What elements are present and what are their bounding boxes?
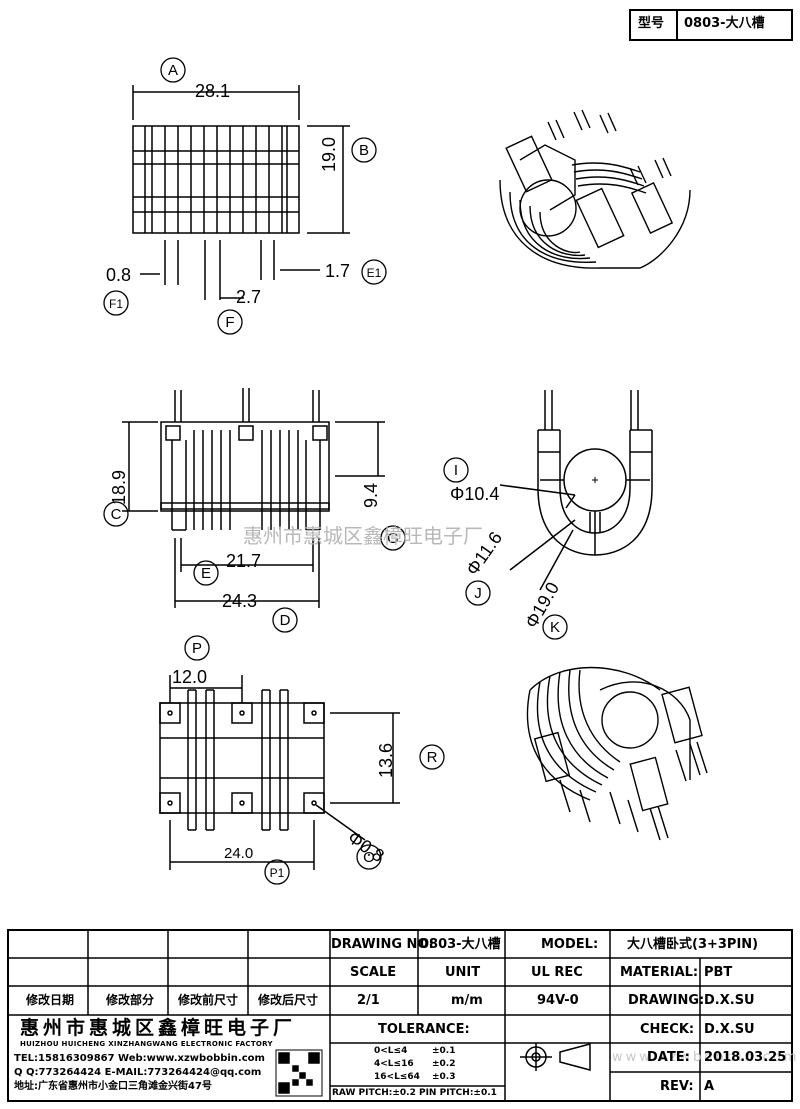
rev-header-part: 修改部分	[106, 993, 155, 1007]
label-c: C	[111, 506, 122, 523]
dim-width-side: 24.3	[222, 591, 258, 611]
label-f1: F1	[109, 297, 123, 311]
drawing-no-value: 0803-大八槽	[420, 937, 501, 952]
label-f: F	[225, 314, 234, 331]
ul-label: UL REC	[531, 965, 583, 980]
label-o: O	[363, 849, 375, 866]
dim-pin-width: 1.7	[325, 261, 351, 281]
scale-label: SCALE	[350, 965, 397, 980]
label-k-circle	[542, 614, 568, 640]
iso-view-bottom	[526, 666, 708, 841]
model-value: 大八槽卧式(3+3PIN)	[627, 937, 759, 952]
unit-label: UNIT	[445, 965, 481, 980]
ul-value: 94V-0	[537, 993, 579, 1008]
dim-height-side: 18.9	[109, 469, 129, 505]
side-view-drawing	[122, 388, 385, 608]
rev-header-after: 修改后尺寸	[258, 993, 319, 1007]
drawing-value: D.X.SU	[704, 993, 755, 1008]
title-block-lines	[7, 929, 793, 1102]
watermark-url: www.xzwbobbin.com	[612, 1050, 800, 1065]
rev-value: A	[704, 1079, 715, 1094]
material-label: MATERIAL:	[620, 965, 699, 980]
top-view-drawing	[132, 85, 350, 300]
check-value: D.X.SU	[704, 1022, 755, 1037]
check-label: CHECK:	[640, 1022, 695, 1037]
dim-row-span: 13.6	[376, 742, 396, 778]
dim-height-top: 19.0	[319, 136, 339, 172]
label-p1-circle	[264, 859, 290, 885]
header-model-value: 0803-大八槽	[684, 16, 765, 31]
rev-header-before: 修改前尺寸	[178, 993, 239, 1007]
label-g: G	[387, 530, 399, 547]
label-f1-circle	[103, 290, 129, 316]
label-d-circle	[272, 607, 298, 633]
drawing-no-label: DRAWING NO:	[331, 937, 434, 952]
label-r-circle	[419, 744, 445, 770]
pitch-tolerance: RAW PITCH:±0.2 PIN PITCH:±0.1	[332, 1088, 497, 1098]
tol-value-1: ±0.1	[432, 1046, 456, 1056]
rev-label: REV:	[660, 1079, 694, 1094]
label-d: D	[280, 612, 291, 629]
drawing-label: DRAWING:	[628, 993, 705, 1008]
label-j-circle	[465, 580, 491, 606]
contact-address: 地址:广东省惠州市小金口三角滩金兴街47号	[14, 1081, 212, 1092]
contact-tel: TEL:15816309867 Web:www.xzwbobbin.com	[14, 1053, 265, 1064]
iso-view-top	[499, 109, 691, 269]
label-e1: E1	[367, 266, 382, 280]
label-o-circle	[356, 844, 382, 870]
material-value: PBT	[704, 965, 733, 980]
bottom-view-drawing	[159, 675, 400, 870]
contact-qq: Q Q:773264424 E-MAIL:773264424@qq.com	[14, 1067, 262, 1078]
model-label: MODEL:	[541, 937, 599, 952]
tol-range-1: 0<L≤4	[374, 1046, 408, 1056]
scale-value: 2/1	[357, 993, 380, 1008]
end-view-drawing	[499, 390, 653, 591]
rev-header-date: 修改日期	[26, 993, 75, 1007]
tolerance-label: TOLERANCE:	[378, 1022, 470, 1037]
date-label: DATE:	[647, 1050, 690, 1065]
label-f-circle	[217, 309, 243, 335]
dim-inner-height: 9.4	[361, 482, 381, 508]
company-name-en: HUIZHOU HUICHENG XINZHANGWANG ELECTRONIC…	[20, 1040, 273, 1048]
label-e1-circle	[361, 259, 387, 285]
label-p1: P1	[270, 866, 285, 880]
label-b-circle	[351, 137, 377, 163]
dim-pin-span: 12.0	[172, 667, 208, 687]
dim-width-top: 28.1	[195, 81, 231, 101]
label-c-circle	[103, 501, 129, 527]
tol-value-3: ±0.3	[432, 1072, 456, 1082]
dim-d-inner: Φ10.4	[450, 484, 500, 504]
header-box	[629, 9, 793, 41]
dim-pitch: 2.7	[236, 287, 262, 307]
label-j: J	[474, 585, 482, 602]
tol-range-2: 4<L≤16	[374, 1059, 414, 1069]
tol-range-3: 16<L≤64	[374, 1072, 420, 1082]
label-k: K	[550, 619, 560, 636]
header-model-label: 型号	[638, 16, 665, 31]
label-a: A	[168, 62, 178, 79]
label-a-circle	[160, 57, 186, 83]
label-i: I	[454, 462, 458, 479]
date-value: 2018.03.25	[704, 1050, 787, 1065]
unit-value: m/m	[451, 993, 483, 1008]
label-g-circle	[380, 525, 406, 551]
dim-slot-width: 0.8	[106, 265, 132, 285]
tol-value-2: ±0.2	[432, 1059, 456, 1069]
label-r: R	[427, 749, 438, 766]
label-b: B	[359, 142, 369, 159]
label-e-circle	[193, 560, 219, 586]
label-p-circle	[184, 635, 210, 661]
label-p: P	[192, 640, 202, 657]
dim-inner-width: 21.7	[226, 551, 262, 571]
dim-width-bottom: 24.0	[224, 845, 254, 862]
watermark: 惠州市惠城区鑫樟旺电子厂	[243, 524, 483, 548]
company-name-cn: 惠州市惠城区鑫樟旺电子厂	[20, 1017, 297, 1039]
label-i-circle	[443, 457, 469, 483]
label-e: E	[201, 565, 211, 582]
